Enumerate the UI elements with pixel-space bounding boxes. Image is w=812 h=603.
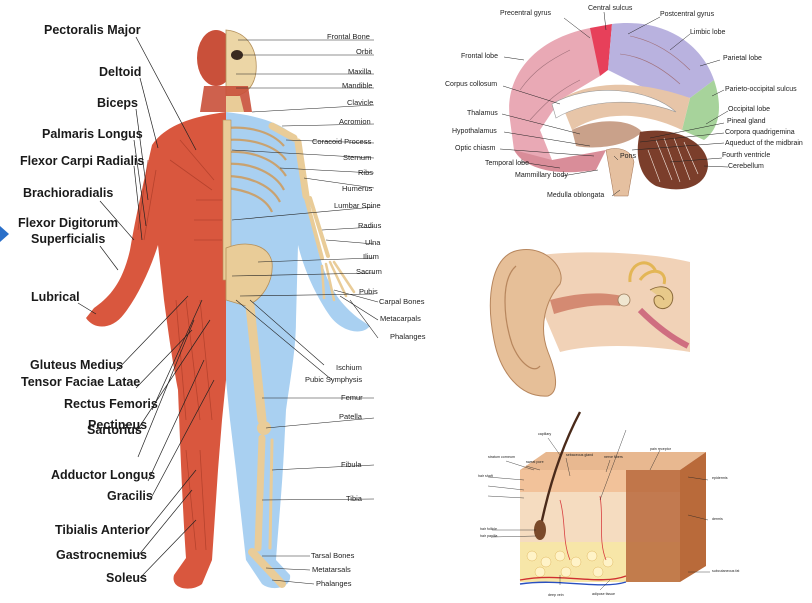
label-sacrum: Sacrum — [356, 267, 382, 276]
ear-figure — [490, 250, 690, 397]
label-tibialis-anterior: Tibialis Anterior — [55, 523, 149, 537]
label-pain-receptor: pain receptor — [650, 447, 671, 452]
label-sternum: Sternum — [343, 153, 371, 162]
skin-figure — [488, 412, 710, 590]
label-parieto-occipital-sulcus: Parieto-occipital sulcus — [725, 86, 797, 94]
label-hypothalamus: Hypothalamus — [452, 128, 497, 136]
label-optic-chiasm: Optic chiasm — [455, 145, 495, 153]
label-tarsal-bones: Tarsal Bones — [311, 551, 354, 560]
label-epidermis: epidermis — [712, 476, 728, 481]
label-fibula: Fibula — [341, 460, 361, 469]
label-rectus-femoris: Rectus Femoris — [64, 397, 158, 411]
label-pubis: Pubis — [359, 287, 378, 296]
label-biceps: Biceps — [97, 96, 138, 110]
label-humerus: Humerus — [342, 184, 372, 193]
label-maxilla: Maxilla — [348, 67, 371, 76]
label-superficialis: Superficialis — [31, 232, 105, 246]
label-ischium: Ischium — [336, 363, 362, 372]
label-medulla-oblongata: Medulla oblongata — [547, 192, 604, 200]
skin-front-dark — [626, 470, 680, 582]
label-tibia: Tibia — [346, 494, 362, 503]
label-frontal-bone: Frontal Bone — [327, 32, 370, 41]
label-patella: Patella — [339, 412, 362, 421]
label-sweat-pore: sweat pore — [526, 460, 544, 465]
label-deltoid: Deltoid — [99, 65, 141, 79]
label-stratum-corneum: stratum corneum — [488, 455, 515, 460]
label-palmaris-longus: Palmaris Longus — [42, 127, 143, 141]
body-figure — [86, 30, 370, 589]
label-postcentral-gyrus: Postcentral gyrus — [660, 11, 714, 19]
label-orbit: Orbit — [356, 47, 372, 56]
label-lubrical: Lubrical — [31, 290, 80, 304]
label-corpus-collosum: Corpus collosum — [445, 81, 497, 89]
label-soleus: Soleus — [106, 571, 147, 585]
label-limbic-lobe: Limbic lobe — [690, 29, 725, 37]
label-radius: Radius — [358, 221, 381, 230]
label-tensor-faciae-latae: Tensor Faciae Latae — [21, 375, 140, 389]
label-temporal-lobe: Temporal lobe — [485, 160, 529, 168]
label-ulna: Ulna — [365, 238, 380, 247]
label-pineal-gland: Pineal gland — [727, 118, 766, 126]
label-central-sulcus: Central sulcus — [588, 5, 632, 13]
label-sebaceous-gland: sebaceous gland — [566, 453, 593, 458]
label-subcutaneous-fat: subcutaneous fat — [712, 569, 739, 574]
label-thalamus: Thalamus — [467, 110, 498, 118]
label-corpora-quadrigemina: Corpora quadrigemina — [725, 129, 795, 137]
label-flexor-carpi-radialis: Flexor Carpi Radialis — [20, 154, 144, 168]
label-gracilis: Gracilis — [107, 489, 153, 503]
label-coracoid-process: Coracoid Process — [312, 137, 371, 146]
label-phalanges-hand: Phalanges — [390, 332, 425, 341]
label-brachioradialis: Brachioradialis — [23, 186, 113, 200]
label-adductor-longus: Adductor Longus — [51, 468, 155, 482]
label-femur: Femur — [341, 393, 363, 402]
brain-figure — [509, 23, 719, 196]
label-gastrocnemius: Gastrocnemius — [56, 548, 147, 562]
label-gluteus-medius: Gluteus Medius — [30, 358, 123, 372]
label-lumbar-spine: Lumbar Spine — [334, 201, 381, 210]
label-flexor-digitorum: Flexor Digitorum — [18, 216, 118, 230]
label-adipose-tissue: adipose tissue — [592, 592, 615, 597]
label-ilium: Ilium — [363, 252, 379, 261]
label-hair-follicle: hair follicle — [480, 527, 497, 532]
label-metacarpals: Metacarpals — [380, 314, 421, 323]
label-aqueduct-of-the-midbrain: Aqueduct of the midbrain — [725, 140, 803, 148]
label-carpal-bones: Carpal Bones — [379, 297, 424, 306]
label-pons: Pons — [620, 153, 636, 161]
label-frontal-lobe: Frontal lobe — [461, 53, 498, 61]
thalamus — [572, 121, 642, 147]
label-parietal-lobe: Parietal lobe — [723, 55, 762, 63]
label-occipital-lobe: Occipital lobe — [728, 106, 770, 114]
label-deep-vein: deep vein — [548, 593, 564, 598]
skin-side-face — [680, 452, 706, 582]
label-hair-papilla: hair papilla — [480, 534, 497, 539]
label-metatarsals: Metatarsals — [312, 565, 351, 574]
label-precentral-gyrus: Precentral gyrus — [500, 10, 551, 18]
label-cerebellum: Cerebellum — [728, 163, 764, 171]
label-fourth-ventricle: Fourth ventricle — [722, 152, 770, 160]
label-acromion: Acromion — [339, 117, 371, 126]
label-dermis: dermis — [712, 517, 723, 522]
label-mammillary-body: Mammillary body — [515, 172, 568, 180]
label-mandible: Mandible — [342, 81, 372, 90]
ear-drum — [618, 294, 630, 306]
label-clavicle: Clavicle — [347, 98, 373, 107]
label-ribs: Ribs — [358, 168, 373, 177]
label-pectoralis-major: Pectoralis Major — [44, 23, 141, 37]
label-hair-shaft: hair shaft — [478, 474, 493, 479]
label-pubic-symphysis: Pubic Symphysis — [305, 375, 362, 384]
label-sartorius: Sartorius — [87, 423, 142, 437]
label-capillary: capillary — [538, 432, 551, 437]
label-nerve-fibers: nerve fibers — [604, 455, 623, 460]
label-phalanges-foot: Phalanges — [316, 579, 351, 588]
